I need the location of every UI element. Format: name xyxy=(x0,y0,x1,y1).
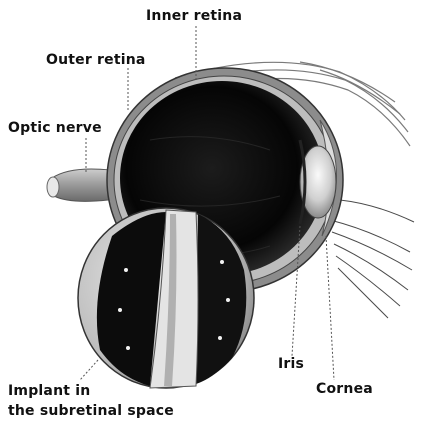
implant-label: Implant in the subretinal space xyxy=(8,381,174,421)
cornea-label: Cornea xyxy=(316,381,373,397)
iris-label: Iris xyxy=(278,356,304,372)
implant-label-line1: Implant in xyxy=(8,381,174,401)
optic-nerve-label: Optic nerve xyxy=(8,120,102,136)
inner-retina-label: Inner retina xyxy=(146,8,242,24)
outer-retina-label: Outer retina xyxy=(46,52,146,68)
implant-magnifier xyxy=(78,208,254,388)
implant-label-line2: the subretinal space xyxy=(8,401,174,421)
eyelashes xyxy=(330,200,414,318)
